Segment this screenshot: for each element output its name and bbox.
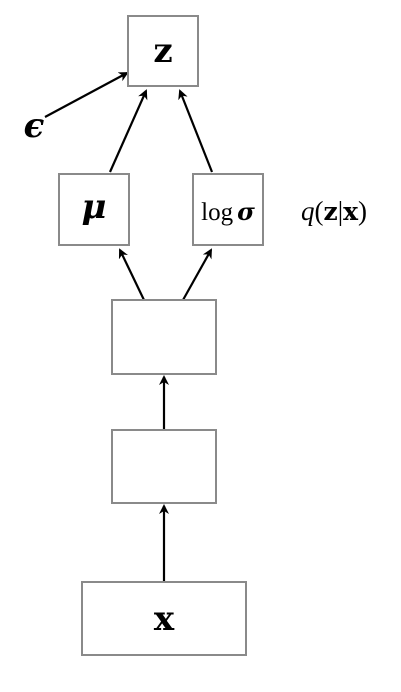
annotation-x: x (343, 197, 359, 226)
node-log-sigma-box (192, 173, 264, 246)
node-mu: μ (58, 173, 130, 246)
edges (44, 72, 214, 582)
node-x-label: x (154, 599, 175, 639)
annotation-bar: | (338, 196, 343, 226)
edge-hidden-2-to-mu (118, 248, 145, 301)
log-text: log (201, 199, 233, 226)
node-mu-box (58, 173, 130, 246)
node-hidden-2-box (111, 299, 217, 375)
sigma-text: σ (237, 197, 255, 226)
node-hidden-1-box (111, 429, 217, 504)
edge-log-sigma-to-z (178, 89, 214, 173)
node-x: x (81, 581, 247, 656)
node-mu-label: μ (82, 187, 107, 227)
node-hidden-2 (111, 299, 217, 375)
node-x-box (81, 581, 247, 656)
annotation-q: q (301, 196, 315, 226)
edge-epsilon-to-z (44, 72, 129, 118)
edge-mu-to-z (108, 89, 148, 173)
node-hidden-1 (111, 429, 217, 504)
posterior-annotation: q(z|x) (301, 196, 367, 226)
annotation-open-paren: ( (315, 196, 324, 226)
epsilon-label: ϵ (24, 106, 45, 146)
annotation-z: z (324, 197, 338, 226)
annotation-close-paren: ) (358, 196, 367, 226)
edge-hidden-2-to-log-sigma (182, 248, 212, 301)
node-z-box (127, 15, 199, 87)
node-z-label: z (153, 31, 172, 71)
node-z: z (127, 15, 199, 87)
